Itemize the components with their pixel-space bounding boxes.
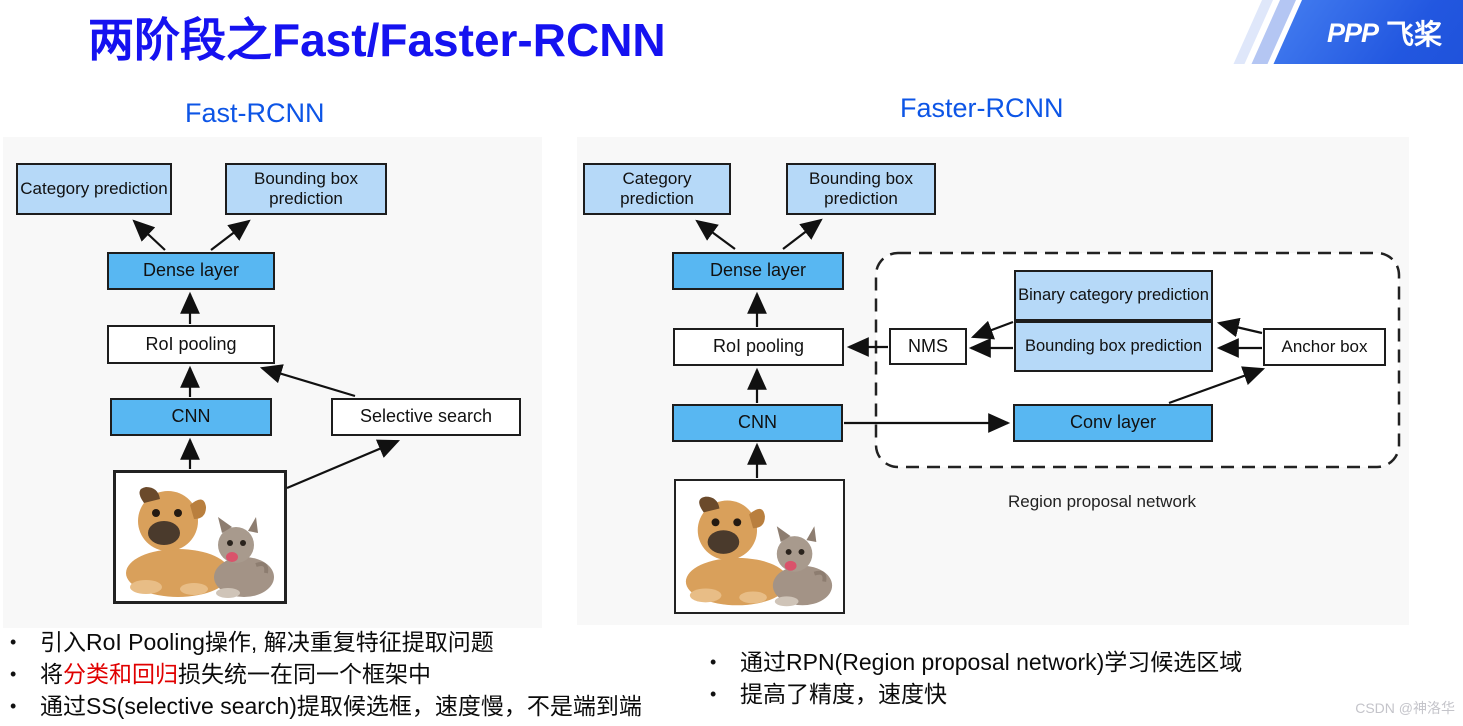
anchor-box-box: Anchor box bbox=[1263, 328, 1386, 366]
note-text: 通过SS(selective search)提取候选框，速度慢，不是端到端 bbox=[40, 693, 642, 719]
fast-rcnn-heading: Fast-RCNN bbox=[185, 98, 325, 128]
faster-rcnn-heading: Faster-RCNN bbox=[900, 93, 1064, 123]
faster-cnn-box: CNN bbox=[672, 404, 843, 442]
note-text: 将 bbox=[40, 661, 63, 687]
faster-roi-pooling-box: RoI pooling bbox=[673, 328, 844, 366]
nms-box: NMS bbox=[889, 328, 967, 365]
csdn-watermark: CSDN @神洛华 bbox=[1355, 700, 1455, 716]
note-text: 损失统一在同一个框架中 bbox=[178, 661, 431, 687]
fast-dense-layer-box: Dense layer bbox=[107, 252, 275, 290]
bullet-icon: • bbox=[710, 652, 717, 672]
paddle-brand-name: 飞桨 bbox=[1386, 19, 1443, 50]
fast-rcnn-notes: • 引入RoI Pooling操作, 解决重复特征提取问题 • 将分类和回归损失… bbox=[0, 628, 720, 724]
faster-category-prediction-box: Category prediction bbox=[583, 163, 731, 215]
paddle-ppp-icon: PPP bbox=[1326, 17, 1379, 48]
note-line: • 引入RoI Pooling操作, 解决重复特征提取问题 bbox=[0, 628, 720, 656]
note-line: • 通过SS(selective search)提取候选框，速度慢，不是端到端 bbox=[0, 692, 720, 720]
note-text: 引入RoI Pooling操作, 解决重复特征提取问题 bbox=[40, 629, 494, 655]
region-proposal-network-label: Region proposal network bbox=[1008, 492, 1197, 511]
faster-rcnn-diagram: Category prediction Bounding box predict… bbox=[577, 137, 1409, 625]
note-text: 提高了精度，速度快 bbox=[740, 681, 947, 707]
note-line: • 提高了精度，速度快 bbox=[700, 680, 1420, 708]
bullet-icon: • bbox=[710, 684, 717, 704]
bullet-icon: • bbox=[10, 664, 17, 684]
fast-dog-cat-photo bbox=[113, 470, 287, 604]
paddle-logo: PPP 飞桨 bbox=[1306, 15, 1463, 51]
fast-bounding-box-prediction-box: Bounding box prediction bbox=[225, 163, 387, 215]
bullet-icon: • bbox=[10, 696, 17, 716]
fast-rcnn-diagram: Category prediction Bounding box predict… bbox=[3, 137, 542, 628]
faster-dense-layer-box: Dense layer bbox=[672, 252, 844, 290]
fast-arrows-layer bbox=[132, 219, 401, 490]
note-line: • 通过RPN(Region proposal network)学习候选区域 bbox=[700, 648, 1420, 676]
binary-category-prediction-box: Binary category prediction bbox=[1014, 270, 1213, 321]
fast-cnn-box: CNN bbox=[110, 398, 272, 436]
note-highlight: 分类和回归 bbox=[63, 661, 178, 687]
faster-rcnn-notes: • 通过RPN(Region proposal network)学习候选区域 •… bbox=[700, 648, 1420, 712]
faster-bounding-box-prediction-box: Bounding box prediction bbox=[786, 163, 936, 215]
conv-layer-box: Conv layer bbox=[1013, 404, 1213, 442]
fast-roi-pooling-box: RoI pooling bbox=[107, 325, 275, 364]
page-title: 两阶段之Fast/Faster-RCNN bbox=[88, 14, 666, 66]
note-line: • 将分类和回归损失统一在同一个框架中 bbox=[0, 660, 720, 688]
bullet-icon: • bbox=[10, 632, 17, 652]
fast-selective-search-box: Selective search bbox=[331, 398, 521, 436]
rpn-bounding-box-prediction-box: Bounding box prediction bbox=[1014, 321, 1213, 372]
fast-category-prediction-box: Category prediction bbox=[16, 163, 172, 215]
faster-dog-cat-photo bbox=[674, 479, 845, 614]
note-text: 通过RPN(Region proposal network)学习候选区域 bbox=[740, 649, 1243, 675]
